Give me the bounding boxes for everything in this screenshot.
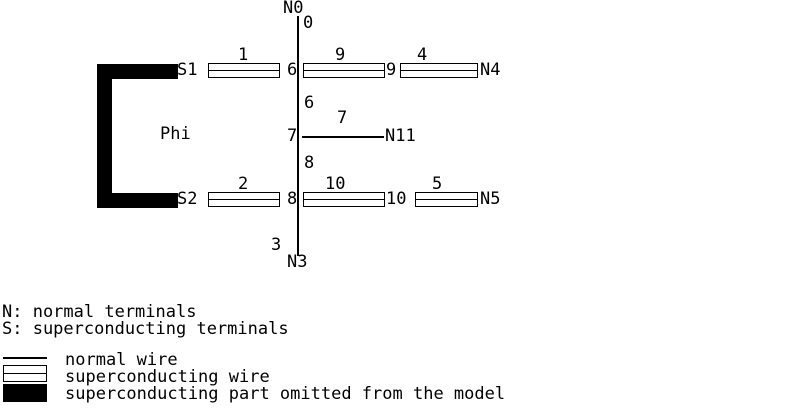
- wire-3-label: 3: [271, 235, 282, 255]
- vertical-wire: [297, 16, 299, 256]
- wire-1-label: 1: [238, 45, 249, 65]
- terminal-n0: N0: [283, 0, 304, 18]
- superconducting-wire-5: [415, 192, 478, 207]
- superconducting-wire-2: [208, 192, 280, 207]
- node-10: 10: [386, 189, 407, 209]
- wire-9-label: 9: [335, 45, 346, 65]
- wire-0-label: 0: [303, 13, 314, 33]
- terminal-s1: S1: [177, 60, 198, 80]
- wire-7-label: 7: [337, 108, 348, 128]
- terminal-n3: N3: [287, 252, 308, 272]
- superconducting-wire-icon: [3, 365, 47, 382]
- terminal-n11: N11: [385, 126, 416, 146]
- superconducting-wire-9: [303, 63, 385, 78]
- legend-label-normal-wire: normal wire: [65, 350, 178, 370]
- legend-note-superconducting-terminals: S: superconducting terminals: [2, 319, 289, 339]
- flux-label: Phi: [160, 124, 191, 144]
- legend-note-normal-terminals: N: normal terminals: [2, 302, 197, 322]
- legend-label-superconducting-wire: superconducting wire: [65, 367, 270, 387]
- terminal-n4: N4: [480, 60, 501, 80]
- terminal-s2: S2: [177, 189, 198, 209]
- node-7: 7: [287, 126, 298, 146]
- superconducting-wire-1: [208, 63, 280, 78]
- node-6: 6: [287, 60, 298, 80]
- omitted-part-icon: [3, 384, 47, 402]
- wire-10-label: 10: [325, 174, 346, 194]
- wire-6-label: 6: [304, 93, 315, 113]
- superconducting-wire-10: [303, 192, 385, 207]
- superconducting-wire-4: [400, 63, 478, 78]
- wire-4-label: 4: [417, 45, 428, 65]
- normal-wire-icon: [3, 357, 47, 359]
- wire-8-label: 8: [304, 153, 315, 173]
- legend-label-omitted-part: superconducting part omitted from the mo…: [65, 384, 506, 404]
- node-9: 9: [386, 60, 397, 80]
- node-8: 8: [287, 189, 298, 209]
- terminal-n5: N5: [480, 189, 501, 209]
- omitted-superconducting-loop: [97, 64, 178, 208]
- branch-wire-7: [302, 136, 384, 138]
- wire-5-label: 5: [432, 174, 443, 194]
- wire-2-label: 2: [238, 174, 249, 194]
